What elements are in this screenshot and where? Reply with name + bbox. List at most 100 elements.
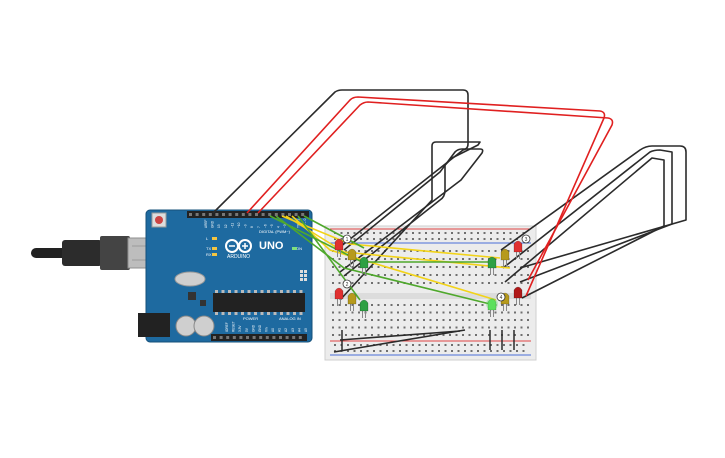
breadboard-hole[interactable] (371, 258, 373, 260)
header-pin[interactable] (265, 336, 269, 339)
breadboard-hole[interactable] (527, 250, 529, 252)
header-pin[interactable] (246, 336, 249, 339)
breadboard-hole[interactable] (507, 304, 510, 306)
breadboard-hole[interactable] (399, 238, 401, 240)
breadboard-hole[interactable] (392, 344, 395, 346)
breadboard-hole[interactable] (366, 344, 369, 346)
breadboard-hole[interactable] (507, 334, 510, 336)
breadboard-hole[interactable] (386, 232, 388, 234)
breadboard-hole[interactable] (468, 282, 471, 284)
breadboard-hole[interactable] (423, 334, 425, 336)
breadboard-hole[interactable] (386, 238, 388, 240)
breadboard-hole[interactable] (358, 282, 360, 284)
breadboard-hole[interactable] (377, 282, 380, 284)
breadboard-hole[interactable] (423, 274, 425, 276)
arduino-uno-board[interactable]: UNO ARDUINO DIGITAL (PWM~) POWER ANALOG … (138, 209, 313, 343)
breadboard-hole[interactable] (501, 326, 503, 329)
breadboard-hole[interactable] (334, 350, 336, 352)
header-pin[interactable] (255, 213, 258, 216)
breadboard-hole[interactable] (514, 304, 516, 306)
breadboard-hole[interactable] (377, 304, 380, 306)
header-pin[interactable] (219, 336, 223, 339)
breadboard-hole[interactable] (462, 304, 464, 306)
breadboard-hole[interactable] (332, 304, 334, 306)
breadboard-hole[interactable] (364, 319, 367, 321)
breadboard-hole[interactable] (373, 232, 375, 234)
breadboard-hole[interactable] (366, 232, 369, 234)
breadboard-hole[interactable] (379, 350, 382, 352)
breadboard-hole[interactable] (353, 344, 356, 346)
breadboard-hole[interactable] (412, 232, 414, 234)
breadboard-hole[interactable] (514, 334, 516, 336)
breadboard-hole[interactable] (527, 326, 529, 329)
breadboard-hole[interactable] (527, 282, 529, 284)
header-pin[interactable] (259, 336, 263, 339)
breadboard-hole[interactable] (442, 266, 445, 268)
breadboard-hole[interactable] (464, 344, 466, 346)
breadboard-hole[interactable] (527, 266, 529, 268)
breadboard-hole[interactable] (332, 311, 334, 314)
breadboard-hole[interactable] (384, 282, 386, 284)
breadboard-hole[interactable] (488, 311, 490, 314)
breadboard-hole[interactable] (449, 311, 451, 314)
breadboard-hole[interactable] (475, 266, 477, 268)
breadboard-hole[interactable] (501, 319, 503, 321)
header-pin[interactable] (288, 213, 291, 216)
header-pin[interactable] (226, 336, 230, 339)
header-pin[interactable] (213, 336, 216, 339)
breadboard-hole[interactable] (477, 232, 479, 234)
breadboard-hole[interactable] (410, 326, 412, 329)
breadboard-hole[interactable] (462, 311, 464, 314)
breadboard-hole[interactable] (442, 334, 445, 336)
breadboard-hole[interactable] (358, 311, 360, 314)
wire-green[interactable] (303, 215, 365, 249)
breadboard-hole[interactable] (442, 304, 445, 306)
breadboard-hole[interactable] (384, 311, 386, 314)
breadboard-hole[interactable] (516, 232, 518, 234)
breadboard-hole[interactable] (416, 326, 419, 329)
breadboard-hole[interactable] (475, 282, 477, 284)
breadboard-hole[interactable] (514, 274, 516, 276)
breadboard-hole[interactable] (390, 282, 393, 284)
header-pin[interactable] (241, 213, 245, 216)
breadboard-hole[interactable] (425, 232, 427, 234)
breadboard-hole[interactable] (351, 319, 354, 321)
breadboard-hole[interactable] (488, 250, 490, 252)
breadboard-hole[interactable] (340, 232, 343, 234)
breadboard-hole[interactable] (442, 258, 445, 260)
breadboard-hole[interactable] (520, 311, 523, 314)
breadboard-hole[interactable] (438, 238, 440, 240)
breadboard-hole[interactable] (345, 304, 347, 306)
breadboard-hole[interactable] (334, 238, 336, 240)
breadboard-hole[interactable] (371, 334, 373, 336)
breadboard-hole[interactable] (418, 232, 421, 234)
breadboard-hole[interactable] (483, 232, 486, 234)
breadboard-hole[interactable] (462, 250, 464, 252)
breadboard-hole[interactable] (379, 232, 382, 234)
breadboard-hole[interactable] (390, 250, 393, 252)
breadboard-hole[interactable] (483, 344, 486, 346)
breadboard-hole[interactable] (457, 238, 460, 240)
breadboard-hole[interactable] (494, 311, 497, 314)
breadboard-hole[interactable] (364, 334, 367, 336)
breadboard-hole[interactable] (418, 344, 421, 346)
header-pin[interactable] (189, 213, 192, 216)
breadboard-hole[interactable] (334, 344, 336, 346)
breadboard-hole[interactable] (481, 274, 484, 276)
breadboard-hole[interactable] (384, 274, 386, 276)
breadboard-hole[interactable] (403, 319, 406, 321)
breadboard-hole[interactable] (449, 304, 451, 306)
wire-black[interactable] (339, 141, 481, 301)
breadboard-hole[interactable] (483, 238, 486, 240)
breadboard-hole[interactable] (436, 326, 438, 329)
breadboard-hole[interactable] (490, 238, 492, 240)
breadboard-hole[interactable] (371, 266, 373, 268)
breadboard-hole[interactable] (455, 326, 458, 329)
breadboard-hole[interactable] (358, 304, 360, 306)
wire-black[interactable] (502, 149, 673, 283)
breadboard-hole[interactable] (507, 250, 510, 252)
header-pin[interactable] (268, 213, 272, 216)
breadboard-hole[interactable] (403, 304, 406, 306)
breadboard-hole[interactable] (462, 334, 464, 336)
led[interactable] (334, 238, 344, 257)
